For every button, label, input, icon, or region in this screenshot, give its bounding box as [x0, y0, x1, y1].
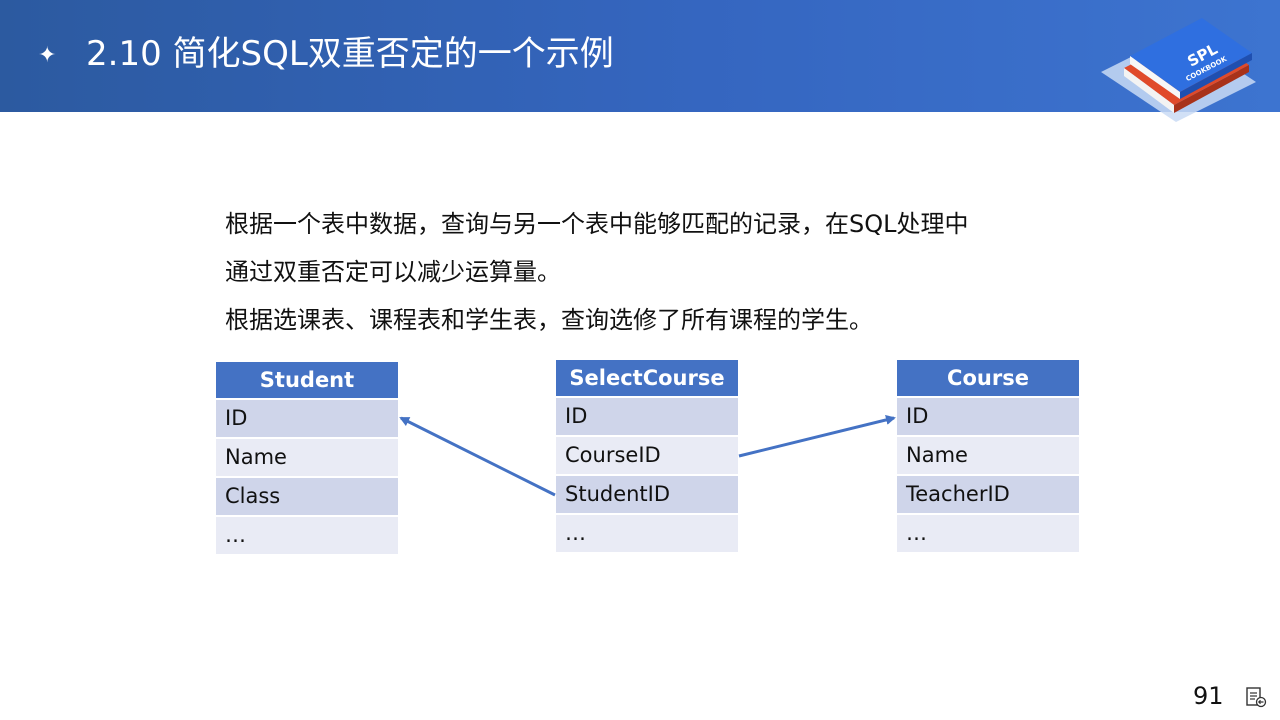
table-row: ID: [556, 398, 738, 435]
page-number: 91: [1193, 682, 1224, 710]
notes-icon[interactable]: [1245, 686, 1267, 708]
slide-title: 2.10 简化SQL双重否定的一个示例: [86, 34, 614, 74]
table-row: StudentID: [556, 476, 738, 513]
body-line-1: 根据一个表中数据，查询与另一个表中能够匹配的记录，在SQL处理中: [225, 210, 969, 238]
student-table-header: Student: [216, 362, 398, 398]
select-course-table-header: SelectCourse: [556, 360, 738, 396]
table-row: …: [897, 515, 1079, 552]
spl-cookbook-logo: SPL COOKBOOK: [1101, 18, 1256, 122]
body-line-3: 根据选课表、课程表和学生表，查询选修了所有课程的学生。: [225, 306, 873, 334]
table-row: ID: [216, 400, 398, 437]
course-table-header: Course: [897, 360, 1079, 396]
table-row: Name: [216, 439, 398, 476]
table-row: ID: [897, 398, 1079, 435]
body-text: 根据一个表中数据，查询与另一个表中能够匹配的记录，在SQL处理中 通过双重否定可…: [225, 200, 1085, 344]
table-row: Name: [897, 437, 1079, 474]
table-row: TeacherID: [897, 476, 1079, 513]
four-point-star-icon: ✦: [38, 43, 57, 68]
slide-header: ✦ 2.10 简化SQL双重否定的一个示例 SPL COOKBOOK: [0, 0, 1280, 122]
table-row: Class: [216, 478, 398, 515]
table-row: …: [216, 517, 398, 554]
table-row: CourseID: [556, 437, 738, 474]
select-course-table: SelectCourse ID CourseID StudentID …: [556, 360, 738, 552]
studentid-to-student-id-arrow: [399, 416, 556, 497]
table-row: …: [556, 515, 738, 552]
student-table: Student ID Name Class …: [216, 362, 398, 554]
body-line-2: 通过双重否定可以减少运算量。: [225, 258, 561, 286]
course-table: Course ID Name TeacherID …: [897, 360, 1079, 552]
courseid-to-course-id-arrow: [738, 415, 896, 458]
